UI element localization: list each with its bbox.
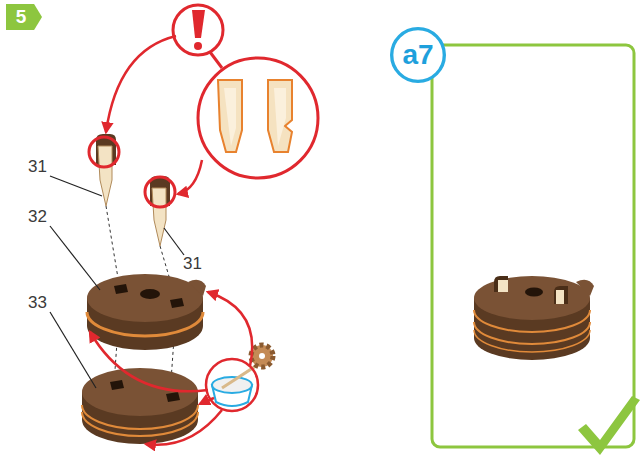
step-number: 5 [16, 6, 27, 28]
detail-circle [198, 58, 318, 178]
pin-detail [268, 80, 292, 152]
warning-circle [173, 5, 223, 55]
check-mark [578, 396, 640, 455]
leader-lines [50, 176, 184, 388]
red-arrow [178, 160, 202, 194]
disc-part [87, 274, 206, 350]
highlight-circle [89, 137, 119, 167]
red-arrow [200, 398, 214, 404]
glue-pot [212, 345, 273, 406]
highlight-circle [206, 359, 258, 411]
part-number: 32 [28, 207, 47, 227]
pin-detail-face [224, 88, 236, 146]
red-arrow [146, 410, 222, 445]
red-arrow [106, 36, 176, 132]
step-code: a7 [402, 39, 433, 71]
step-badge: 5 [6, 4, 42, 30]
part-number: 31 [183, 254, 202, 274]
result-frame [432, 45, 634, 447]
red-arrow [208, 292, 252, 366]
assembled-part [474, 276, 594, 360]
part-number: 33 [28, 293, 47, 313]
step-code-circle: a7 [390, 27, 446, 83]
pin-part [152, 188, 166, 246]
pin-detail [218, 80, 242, 152]
warning-mark [192, 10, 205, 38]
warning-dot [194, 42, 202, 50]
callout-link [210, 52, 222, 68]
pin-part [98, 146, 112, 206]
highlight-circle [145, 177, 175, 207]
part-number: 31 [28, 157, 47, 177]
red-arrow [90, 332, 208, 391]
pin-detail-face [274, 88, 286, 146]
